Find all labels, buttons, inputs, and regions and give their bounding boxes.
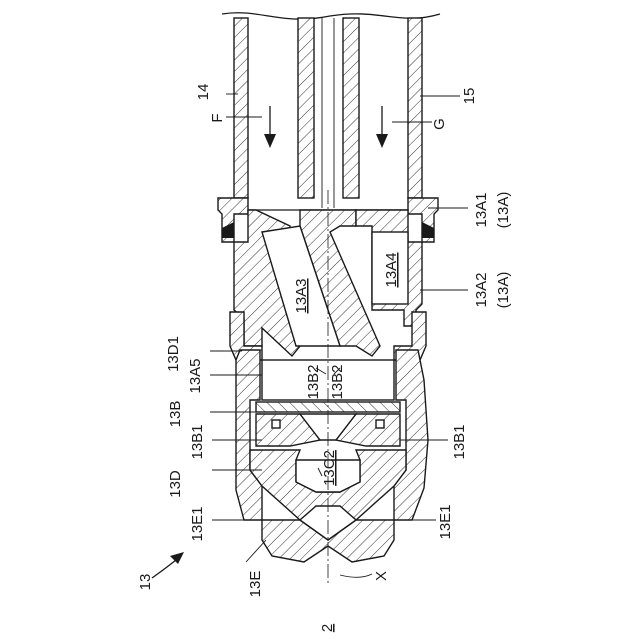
label-13b2-left: 13B2 xyxy=(305,364,322,399)
flow-arrow-g xyxy=(376,106,388,148)
label-13e1-right: 13E1 xyxy=(437,504,454,539)
break-line xyxy=(222,13,440,19)
label-13a2-group: (13A) xyxy=(495,272,512,309)
label-14: 14 xyxy=(195,84,212,101)
label-13a5: 13A5 xyxy=(187,358,204,393)
label-13a3: 13A3 xyxy=(293,278,310,313)
label-13e1-left: 13E1 xyxy=(189,506,206,541)
label-13d: 13D xyxy=(167,470,184,498)
label-13b1-right: 13B1 xyxy=(451,424,468,459)
outer-pipe-14 xyxy=(234,18,422,198)
label-13: 13 xyxy=(137,574,154,591)
label-13e: 13E xyxy=(247,571,264,598)
label-15: 15 xyxy=(461,88,478,105)
inner-pipe-15 xyxy=(298,18,359,208)
label-13b1-left: 13B1 xyxy=(189,424,206,459)
label-13c2: 13C2 xyxy=(321,450,338,486)
assembly-arrow xyxy=(152,552,184,578)
label-13a1: 13A1 xyxy=(473,192,490,227)
labels: 14 F 15 G 13A1 (13A) 13A2 (13A) 13A3 13A… xyxy=(137,84,512,633)
label-13d1: 13D1 xyxy=(165,336,182,372)
label-13a4: 13A4 xyxy=(383,252,400,287)
label-13b2-right: 13B2 xyxy=(329,364,346,399)
label-f: F xyxy=(209,113,226,122)
label-axis-x: X xyxy=(373,571,390,581)
flow-arrow-f xyxy=(264,106,276,148)
sheet-number: 2 xyxy=(319,624,336,632)
label-13b: 13B xyxy=(167,401,184,428)
label-13a1-group: (13A) xyxy=(495,192,512,229)
label-g: G xyxy=(431,118,448,130)
label-13a2: 13A2 xyxy=(473,272,490,307)
